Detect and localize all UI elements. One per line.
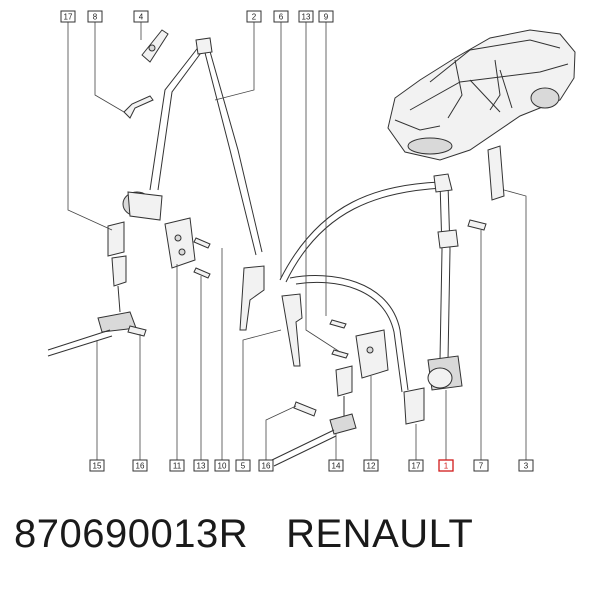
callout-13-top: 13 (298, 10, 314, 23)
callout-17-bottom: 17 (408, 459, 424, 472)
callout-12: 12 (363, 459, 379, 472)
svg-text:12: 12 (367, 462, 376, 471)
callout-9: 9 (318, 10, 334, 23)
rear-retractor (427, 355, 463, 391)
svg-text:3: 3 (524, 462, 529, 471)
callout-1-highlighted: 1 (438, 459, 454, 472)
svg-text:8: 8 (93, 13, 98, 22)
svg-text:16: 16 (136, 462, 145, 471)
svg-text:1: 1 (444, 462, 449, 471)
svg-text:7: 7 (479, 462, 484, 471)
callout-15: 15 (89, 459, 105, 472)
callout-14: 14 (328, 459, 344, 472)
car-illustration (387, 29, 576, 161)
callout-6: 6 (273, 10, 289, 23)
callout-5: 5 (235, 459, 251, 472)
svg-text:14: 14 (332, 462, 341, 471)
callout-3: 3 (518, 459, 534, 472)
tongue-5 (239, 265, 265, 331)
svg-text:13: 13 (302, 13, 311, 22)
height-adjuster (141, 29, 169, 63)
svg-text:6: 6 (279, 13, 284, 22)
svg-text:13: 13 (197, 462, 206, 471)
svg-text:4: 4 (139, 13, 144, 22)
bolts-rear (329, 319, 349, 359)
rear-buckle-assembly (271, 365, 425, 467)
bolt-8 (123, 95, 154, 119)
callout-10: 10 (214, 459, 230, 472)
callout-17-top: 17 (60, 10, 76, 23)
svg-text:16: 16 (262, 462, 271, 471)
callout-11: 11 (169, 459, 185, 472)
callout-13-bottom: 13 (193, 459, 209, 472)
leader-lines (67, 22, 527, 460)
svg-text:11: 11 (173, 462, 182, 471)
seat-belt-parts-diagram: 17 8 4 2 6 13 9 15 16 11 13 10 (47, 10, 576, 472)
svg-text:5: 5 (241, 462, 246, 471)
rear-upper-adjuster (487, 145, 505, 201)
callout-2: 2 (246, 10, 262, 23)
guide-11 (164, 217, 196, 269)
front-buckle-assembly (47, 221, 147, 357)
svg-text:10: 10 (218, 462, 227, 471)
part-caption: 870690013R RENAULT (14, 512, 473, 557)
callout-4: 4 (133, 10, 149, 23)
svg-text:17: 17 (64, 13, 73, 22)
svg-text:17: 17 (412, 462, 421, 471)
front-belt-webbing (149, 37, 263, 256)
svg-text:2: 2 (252, 13, 257, 22)
svg-text:9: 9 (324, 13, 329, 22)
callout-16-right: 16 (258, 459, 274, 472)
part-number: 870690013R (14, 512, 249, 556)
svg-text:15: 15 (93, 462, 102, 471)
bolts-front-lower (193, 237, 211, 279)
bracket-12 (355, 329, 389, 379)
callout-7: 7 (473, 459, 489, 472)
callout-8: 8 (87, 10, 103, 23)
tongue-6 (281, 293, 303, 367)
brand-name: RENAULT (286, 512, 474, 556)
front-retractor (122, 191, 163, 221)
bolt-7 (467, 219, 487, 231)
callout-16-left: 16 (132, 459, 148, 472)
